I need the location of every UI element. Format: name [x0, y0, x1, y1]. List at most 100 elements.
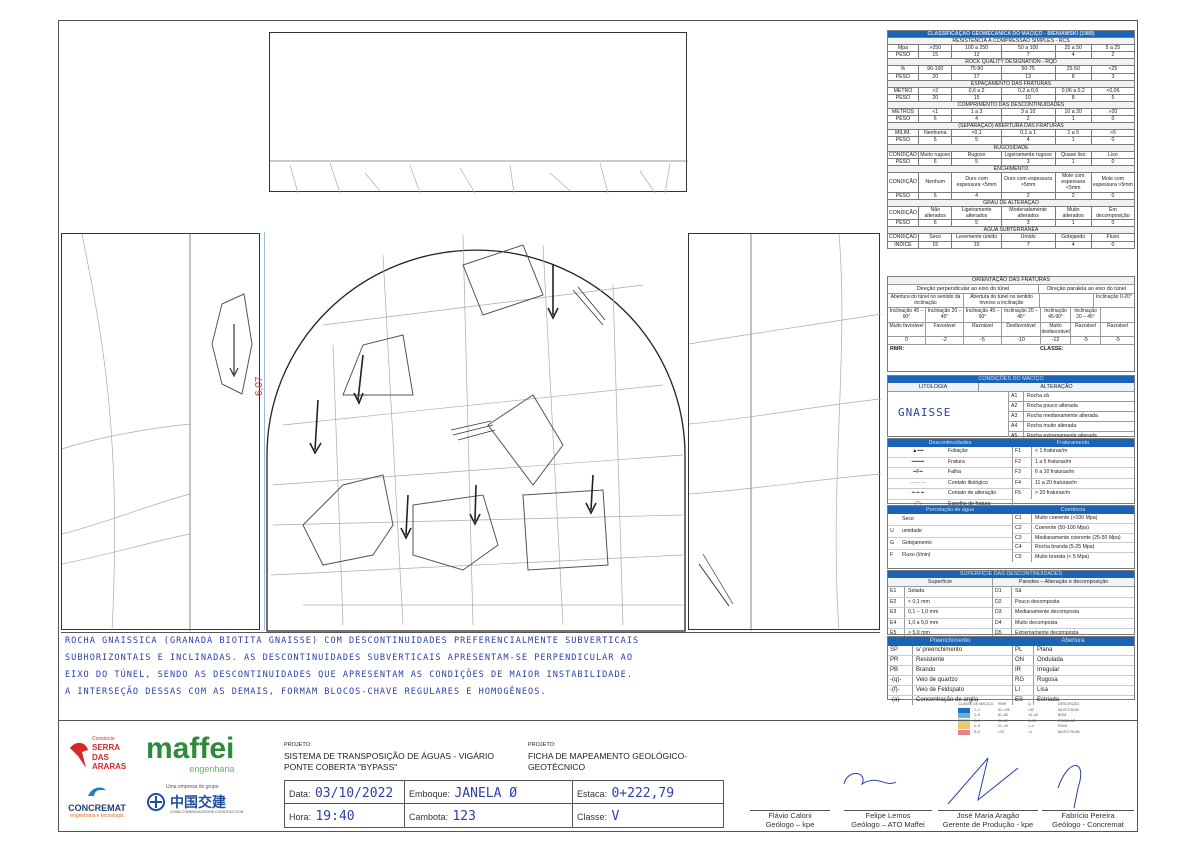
- opening-title: Abertura: [1061, 638, 1085, 644]
- logo-text: Uma empresa do grupo: [166, 784, 219, 790]
- roof-panel: [269, 32, 688, 194]
- right-wall-panel: [688, 233, 882, 632]
- cell: Inclinação 45-90°: [1041, 308, 1071, 322]
- code: A1: [1009, 392, 1024, 401]
- legend-swatch: [958, 729, 970, 735]
- perp-label: Direção perpendicular ao eixo do túnel: [888, 285, 1039, 293]
- cell: 100 a 250: [951, 44, 1002, 53]
- cell: Nenhum: [917, 171, 953, 193]
- item: Fratura: [948, 458, 965, 465]
- peso-label: PESO: [887, 51, 919, 60]
- code: F5: [1013, 489, 1032, 499]
- item: Contato de alteração: [948, 490, 997, 496]
- cell: -10: [1002, 337, 1041, 344]
- cell: 10 a 20: [1054, 108, 1092, 117]
- item: Rocha medianamente alterada: [1027, 413, 1098, 419]
- cell: 0: [1090, 191, 1136, 200]
- cell: Fluxo: [1090, 233, 1136, 242]
- item: < 1 fraturas/m: [1035, 448, 1068, 454]
- a1-label: Abertura do túnel no sentido da inclinaç…: [888, 294, 964, 307]
- desc-title: Descontinuidades: [928, 440, 972, 446]
- rqd-title: ROCK QUALITY DESIGNATION - RQD: [887, 58, 1135, 67]
- code: A5: [1009, 432, 1024, 441]
- code: RG: [1013, 676, 1034, 685]
- hour-label: Hora:: [289, 812, 312, 822]
- right-wall-sketch: [688, 233, 882, 632]
- code: D1: [993, 587, 1012, 597]
- lito-label: LITOLOGIA: [888, 383, 979, 391]
- coer-title: Coerência: [1060, 507, 1086, 513]
- code: PB: [888, 666, 913, 675]
- class-value[interactable]: V: [611, 809, 620, 824]
- cell: 1 a 3: [951, 108, 1002, 117]
- cell: 5: [1090, 93, 1136, 102]
- cell: 5–9: [974, 729, 980, 734]
- legend-swatch: [958, 707, 970, 713]
- cell: MUITO RUIM: [1058, 729, 1080, 734]
- cell: Liso: [1090, 150, 1136, 159]
- cell: %: [887, 65, 919, 74]
- cell: 2–9: [974, 713, 980, 717]
- cell: <0,06: [1090, 86, 1136, 95]
- cell: 1: [1054, 115, 1092, 124]
- cell: 6: [917, 191, 953, 200]
- cell: <1: [1028, 729, 1033, 734]
- rcs-unit: Mpa: [887, 44, 919, 53]
- project-2: PROJETO: FICHA DE MAPEAMENTO GEOLÓGICO-G…: [528, 740, 738, 773]
- cell: -5: [964, 337, 1002, 344]
- cell: Favorável: [926, 323, 964, 336]
- cell: -12: [1041, 337, 1071, 344]
- code: SP: [888, 646, 913, 655]
- cell: 3: [1000, 219, 1056, 228]
- cell: Quase liso: [1054, 150, 1092, 159]
- code: E1: [888, 587, 905, 597]
- cambota-value[interactable]: 123: [452, 809, 476, 824]
- left-wall-sketch: [61, 233, 253, 632]
- par-label: Direção paralela ao eixo do túnel: [1047, 286, 1126, 292]
- code: E5: [888, 629, 905, 639]
- signer-role: Geólogo – kpe: [765, 820, 815, 829]
- orientation-title: ORIENTAÇÃO DAS FRATURAS: [888, 277, 1134, 285]
- cell: -2: [926, 337, 964, 344]
- item: Rocha branda (5-25 Mpa): [1035, 544, 1095, 551]
- cell: 8: [1054, 72, 1092, 81]
- cell: CONDIÇÃO: [887, 150, 919, 159]
- item: Lisa: [1037, 687, 1049, 693]
- cell: 5: [951, 136, 1002, 145]
- conditions-title: CONDIÇÕES DO MACIÇO: [888, 376, 1134, 383]
- cell: 0: [1090, 157, 1136, 166]
- peso-label: PESO: [887, 219, 919, 228]
- cell: METROS: [887, 108, 919, 117]
- cell: >250: [917, 44, 953, 53]
- item: Medianamente coerente (25-50 Mpa): [1035, 534, 1121, 541]
- legend-swatch: [958, 718, 970, 724]
- cell: Inclinação 45 – 90°: [888, 308, 926, 322]
- code: D4: [993, 618, 1012, 628]
- item: > 20 fraturas/m: [1035, 490, 1071, 496]
- cell: Nenhuma: [917, 129, 953, 138]
- cell: 1: [1054, 219, 1092, 228]
- lithology-value: GNAISSE: [898, 406, 952, 419]
- item: Extremamente decomposta: [1015, 630, 1079, 636]
- emboque-value[interactable]: JANELA Ø: [454, 786, 518, 801]
- dimension-label: 6,07: [254, 376, 265, 396]
- code: F: [890, 552, 894, 558]
- date-value[interactable]: 03/10/2022: [314, 786, 394, 801]
- sheet-border: [58, 20, 1138, 832]
- left-wall-panel: [61, 233, 260, 632]
- cell: 21–40: [998, 724, 1008, 728]
- discontinuities-block: Descontinuidades Fraturamento ▲━━Foliaçã…: [887, 438, 1135, 509]
- cell: 1 a 5: [1054, 129, 1092, 138]
- cell: 7: [1000, 51, 1056, 60]
- walls-label: Paredes – Alteração e decomposição: [1018, 579, 1109, 585]
- signer-name: Flávio Caloni: [768, 811, 812, 820]
- hour-value[interactable]: 19:40: [315, 809, 355, 824]
- estaca-value[interactable]: 0+222,79: [611, 786, 675, 801]
- cell: Seco: [917, 233, 953, 242]
- code: IR: [1013, 666, 1034, 675]
- cell: 4–9: [974, 724, 980, 728]
- cell: 4: [951, 115, 1002, 124]
